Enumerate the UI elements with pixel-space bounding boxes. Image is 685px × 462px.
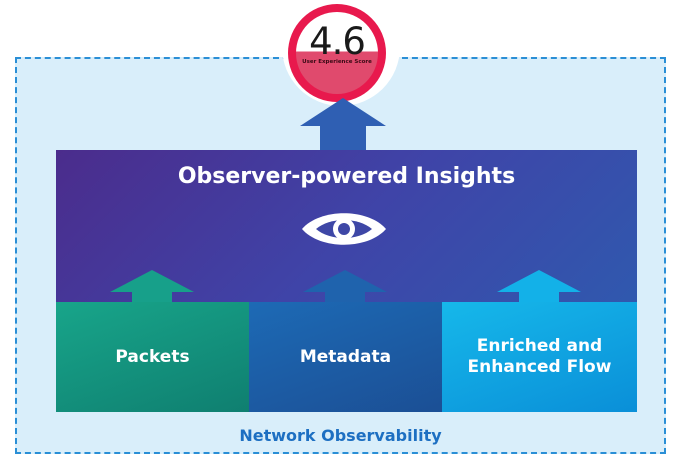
insights-title: Observer-powered Insights bbox=[177, 164, 516, 189]
up-arrow-to-score-icon bbox=[300, 98, 386, 152]
metadata-up-arrow-icon bbox=[303, 270, 387, 304]
score-gauge: 4.6 User Experience Score bbox=[296, 12, 378, 94]
eye-icon bbox=[302, 213, 386, 245]
metadata-label: Metadata bbox=[299, 346, 392, 367]
packets-box: Packets bbox=[56, 302, 249, 412]
enriched-flow-box: Enriched and Enhanced Flow bbox=[442, 302, 637, 412]
flow-up-arrow-icon bbox=[497, 270, 581, 304]
network-observability-label: Network Observability bbox=[239, 426, 442, 445]
packets-up-arrow-icon bbox=[110, 270, 194, 304]
score-value: 4.6 bbox=[309, 20, 366, 63]
packets-label: Packets bbox=[115, 346, 190, 367]
enriched-flow-label: Enriched and Enhanced Flow bbox=[467, 336, 612, 377]
score-label: User Experience Score bbox=[302, 59, 372, 65]
metadata-box: Metadata bbox=[249, 302, 442, 412]
user-experience-score-badge: 4.6 User Experience Score bbox=[288, 4, 386, 102]
